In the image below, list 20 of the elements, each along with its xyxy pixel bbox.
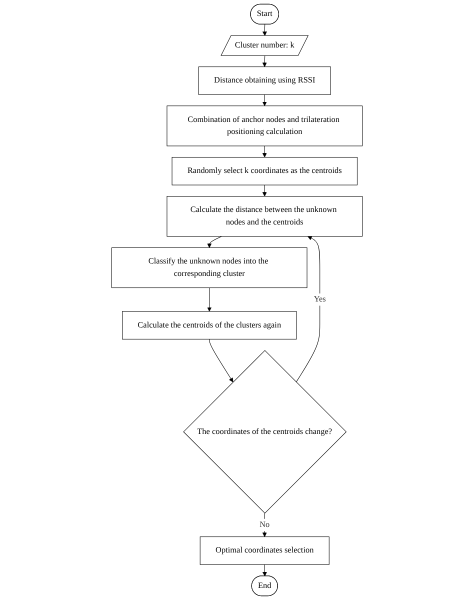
arrow <box>209 338 234 382</box>
node-box: Distance obtaining using RSSI <box>198 66 331 95</box>
node-box: Calculate the distance between the unknown nodes and the centroids <box>166 196 363 237</box>
arrow <box>207 288 212 312</box>
arrow <box>207 236 222 248</box>
arrow <box>262 94 267 106</box>
node-box: Optimal coordinates selection <box>200 536 330 565</box>
arrow <box>262 564 267 576</box>
arrow <box>262 184 267 196</box>
edge-label: No <box>260 520 270 530</box>
node-box: Calculate the centroids of the clusters again <box>122 311 297 340</box>
node-box: Randomly select k coordinates as the centroids <box>172 157 358 186</box>
arrow <box>262 24 267 36</box>
edge-label: Yes <box>314 294 326 304</box>
node-diamond: The coordinates of the centroids change? <box>183 350 347 514</box>
arrow <box>262 56 267 67</box>
arrow <box>262 146 267 158</box>
node-box: Combination of anchor nodes and trilateration positioning calculation <box>166 106 363 146</box>
node-box: Classify the unknown nodes into the corresponding cluster <box>111 247 308 288</box>
arrow <box>296 236 320 382</box>
